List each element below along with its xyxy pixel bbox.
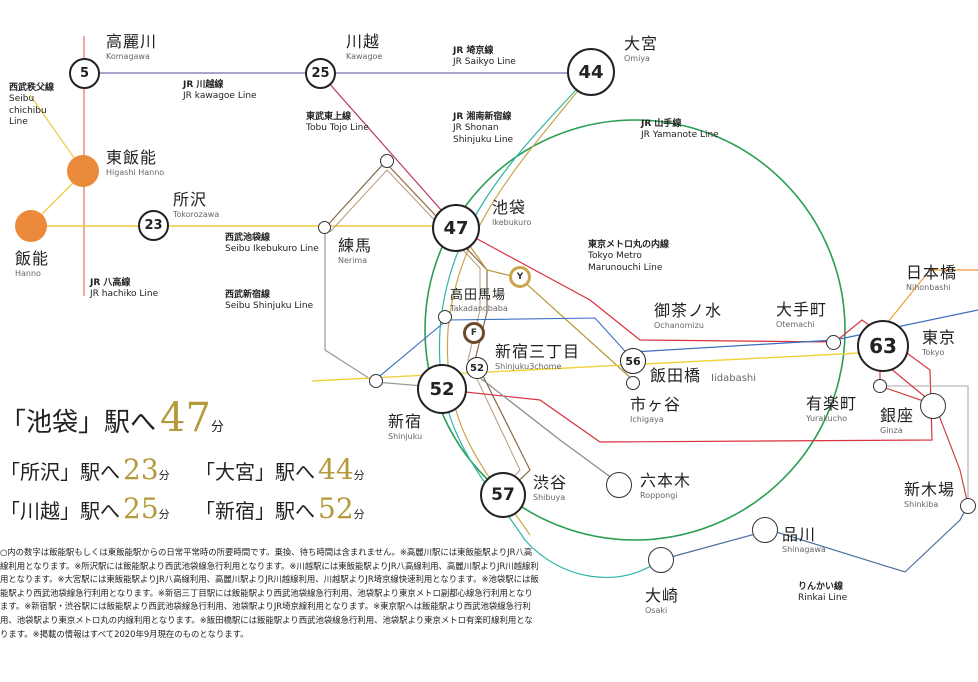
junction-dot	[380, 154, 394, 168]
ichigaya-station-dot	[626, 376, 640, 390]
iidabashi-minutes-badge: 56	[620, 348, 646, 374]
tobu-tojo-line	[319, 72, 458, 229]
shinagawa-station-dot	[752, 517, 778, 543]
roppongi-station-dot	[606, 472, 632, 498]
takadanobaba-station-dot	[438, 310, 452, 324]
rinkai-line	[659, 504, 969, 573]
shonan-shinjuku-line	[446, 72, 593, 536]
kawagoe-minutes-badge: 25	[305, 58, 336, 89]
shibuya-minutes-badge: 57	[480, 472, 526, 518]
higashi-hanno-station-dot	[67, 155, 99, 187]
tozai-line	[632, 339, 836, 353]
oedo-line	[469, 369, 621, 485]
ginza-line	[874, 269, 978, 339]
yamanote-line	[424, 119, 846, 541]
shinjuku3-minutes-badge: 52	[466, 357, 488, 379]
shinjuku-minutes-badge: 52	[417, 364, 467, 414]
seibu-shinjuku-line	[324, 228, 448, 389]
tokyo-minutes-badge: 63	[857, 320, 909, 372]
yurakucho-station-dot	[873, 379, 887, 393]
ginza-station-dot	[920, 393, 946, 419]
omiya-minutes-badge: 44	[567, 48, 615, 96]
yurakucho-line-marker-y: Y	[509, 266, 531, 288]
fukutoshin-line-marker-f: F	[463, 322, 485, 344]
ikebukuro-minutes-badge: 47	[432, 204, 480, 252]
osaki-station-dot	[648, 547, 674, 573]
chuo-line	[311, 351, 881, 382]
nerima-station-dot	[318, 221, 331, 234]
tokorozawa-minutes-badge: 23	[138, 210, 169, 241]
footnotes: ○内の数字は飯能駅もしくは東飯能駅からの日常平常時の所要時間です。乗換、待ち時間…	[0, 547, 539, 639]
saikyo-line	[438, 72, 661, 579]
seibu-shinjuku-station-dot	[369, 374, 383, 388]
hanno-station-dot	[15, 210, 47, 242]
komagawa-minutes-badge: 5	[69, 58, 100, 89]
tozai-west	[374, 317, 634, 381]
otemachi-station-dot	[826, 335, 841, 350]
yurakucho-line	[456, 227, 634, 381]
shinkiba-station-dot	[960, 498, 976, 514]
